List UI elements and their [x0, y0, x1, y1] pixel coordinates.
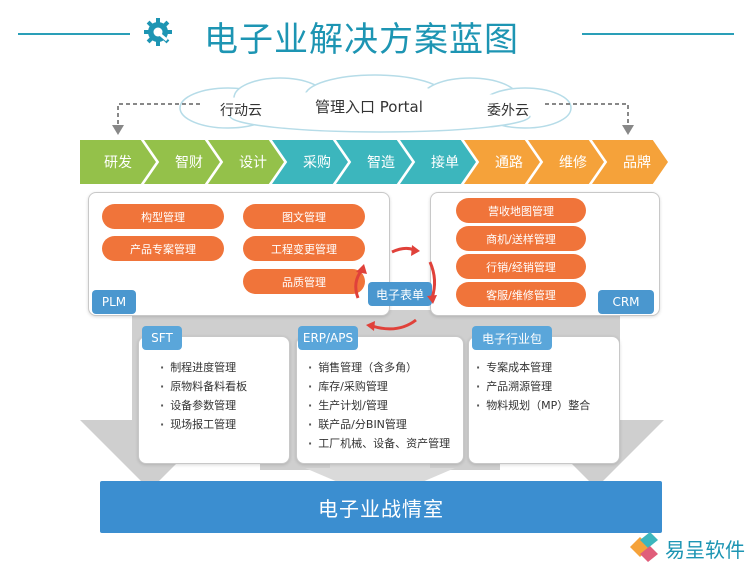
title-line-left: [18, 33, 130, 35]
brand-name: 易呈软件: [665, 538, 745, 562]
sft-tag: SFT: [142, 326, 182, 350]
cloud-label-center: 管理入口 Portal: [315, 98, 423, 116]
dashed-arrows: [112, 103, 634, 135]
title-line-right: [582, 33, 734, 35]
cloud-label-right: 委外云: [487, 103, 529, 119]
list-item: 联产品/分BIN管理: [308, 415, 450, 434]
plm-item-eng-change[interactable]: 工程变更管理: [243, 236, 365, 261]
plm-item-quality[interactable]: 品质管理: [243, 269, 365, 294]
center-form-tag[interactable]: 电子表单: [368, 282, 432, 306]
list-item: 原物料备料看板: [160, 377, 247, 396]
cloud-shape: [179, 74, 572, 133]
list-item: 产品溯源管理: [476, 377, 590, 396]
chevron-step[interactable]: 智财: [144, 140, 220, 184]
list-item: 设备参数管理: [160, 396, 247, 415]
chevron-step[interactable]: 研发: [80, 140, 156, 184]
list-item: 专案成本管理: [476, 358, 590, 377]
industry-list: 专案成本管理 产品溯源管理 物料规划（MP）整合: [476, 358, 590, 415]
industry-tag: 电子行业包: [472, 326, 552, 350]
list-item: 库存/采购管理: [308, 377, 450, 396]
plm-item-docs[interactable]: 图文管理: [243, 204, 365, 229]
crm-item-service[interactable]: 客服/维修管理: [456, 282, 586, 307]
war-room-bar[interactable]: 电子业战情室: [100, 481, 662, 533]
list-item: 制程进度管理: [160, 358, 247, 377]
gear-icon: [144, 18, 172, 46]
erp-list: 销售管理（含多角） 库存/采购管理 生产计划/管理 联产品/分BIN管理 工厂机…: [308, 358, 450, 453]
plm-item-config[interactable]: 构型管理: [102, 204, 224, 229]
crm-item-revenue-map[interactable]: 营收地图管理: [456, 198, 586, 223]
crm-tag: CRM: [598, 290, 654, 314]
list-item: 物料规划（MP）整合: [476, 396, 590, 415]
list-item: 工厂机械、设备、资产管理: [308, 434, 450, 453]
plm-item-project[interactable]: 产品专案管理: [102, 236, 224, 261]
erp-tag: ERP/APS: [298, 326, 358, 350]
sft-list: 制程进度管理 原物料备料看板 设备参数管理 现场报工管理: [160, 358, 247, 434]
cloud-label-left: 行动云: [220, 103, 262, 119]
brand-logo-icon: [630, 532, 658, 562]
page-title: 电子业解决方案蓝图: [204, 20, 519, 60]
crm-item-opportunity[interactable]: 商机/送样管理: [456, 226, 586, 251]
plm-tag: PLM: [92, 290, 136, 314]
crm-item-marketing[interactable]: 行销/经销管理: [456, 254, 586, 279]
list-item: 现场报工管理: [160, 415, 247, 434]
list-item: 销售管理（含多角）: [308, 358, 450, 377]
list-item: 生产计划/管理: [308, 396, 450, 415]
